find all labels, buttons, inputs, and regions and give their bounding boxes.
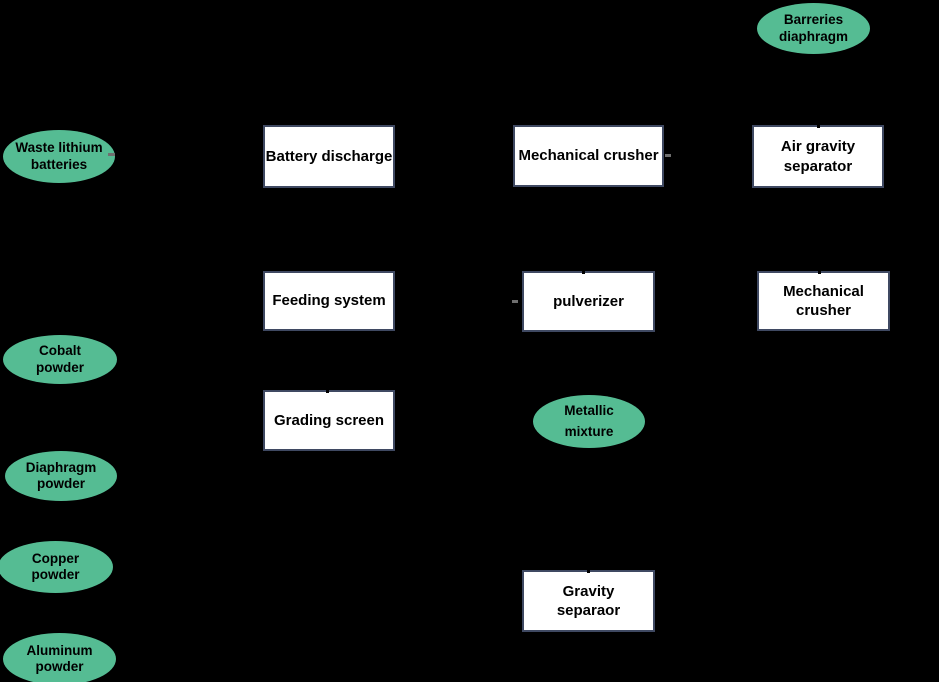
node-label: Mechanical crusher <box>518 147 659 165</box>
node-copper-powder: Copper powder <box>0 541 113 593</box>
node-gravity-separator: Gravity separaor <box>522 570 655 632</box>
node-label: Metallic mixture <box>564 402 614 439</box>
node-label: Diaphragm powder <box>25 459 97 491</box>
arrow-stub <box>512 300 518 303</box>
node-label: Gravity separaor <box>556 582 621 619</box>
node-waste-lithium-batteries: Waste lithium batteries <box>3 130 115 183</box>
node-label: pulverizer <box>553 292 624 310</box>
node-label: Feeding system <box>272 292 386 310</box>
node-label: Copper powder <box>31 550 80 582</box>
arrow-stub <box>587 567 590 573</box>
node-metallic-mixture: Metallic mixture <box>533 395 645 448</box>
node-mechanical-crusher-2: Mechanical crusher <box>757 271 890 331</box>
node-label: Aluminum powder <box>26 642 93 674</box>
node-mechanical-crusher-1: Mechanical crusher <box>513 125 664 187</box>
node-label: Cobalt powder <box>35 343 84 375</box>
node-label: Battery discharge <box>265 147 393 165</box>
node-label: Barreries diaphragm <box>778 12 848 44</box>
node-pulverizer: pulverizer <box>522 271 655 332</box>
node-barreries-diaphragm: Barreries diaphragm <box>757 3 870 54</box>
node-label: Waste lithium batteries <box>15 140 103 172</box>
arrow-stub <box>817 122 820 128</box>
arrow-stub <box>818 268 821 274</box>
node-label: Grading screen <box>273 411 385 429</box>
arrow-stub <box>326 387 329 393</box>
arrow-stub <box>665 154 671 157</box>
node-feeding-system: Feeding system <box>263 271 395 331</box>
node-label: Mechanical crusher <box>783 282 864 319</box>
node-diaphragm-powder: Diaphragm powder <box>5 451 117 501</box>
node-cobalt-powder: Cobalt powder <box>3 335 117 384</box>
node-air-gravity-separator: Air gravity separator <box>752 125 884 188</box>
node-grading-screen: Grading screen <box>263 390 395 451</box>
node-aluminum-powder: Aluminum powder <box>3 633 116 682</box>
arrow-stub <box>582 268 585 274</box>
node-label: Air gravity separator <box>780 138 856 175</box>
node-battery-discharge: Battery discharge <box>263 125 395 188</box>
arrow-stub <box>108 153 115 156</box>
